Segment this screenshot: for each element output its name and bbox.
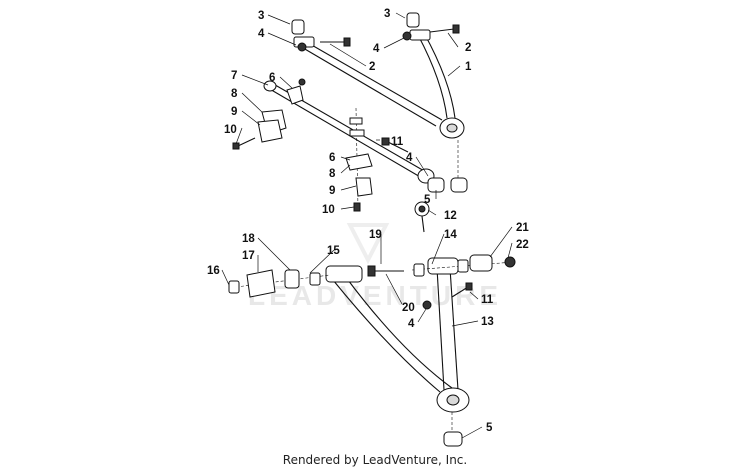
- callout-2-right: 2: [465, 42, 471, 54]
- callout-3-right: 3: [384, 8, 390, 20]
- lower-a-arm: [325, 257, 470, 432]
- lower-ball-joint-boot: [443, 431, 463, 447]
- callout-4-mid: 4: [406, 152, 413, 164]
- callout-9-lower: 9: [329, 185, 335, 197]
- bracket-assembly-lower: [345, 107, 373, 212]
- callout-16: 16: [207, 265, 220, 277]
- rod-end: [414, 201, 430, 233]
- callout-18: 18: [242, 233, 255, 245]
- callout-4-left: 4: [258, 28, 265, 40]
- callout-5-mid: 5: [424, 194, 431, 206]
- footer-credit: Rendered by LeadVenture, Inc.: [283, 453, 467, 467]
- bolt-11-lower: [451, 282, 473, 298]
- callout-12: 12: [444, 210, 457, 222]
- bolt-11-upper: [381, 137, 409, 153]
- bolt-19: [367, 265, 404, 277]
- callout-8-lower: 8: [329, 168, 336, 180]
- callout-6-lower: 6: [329, 152, 335, 164]
- upper-a-arm: [293, 29, 465, 178]
- callout-7: 7: [231, 70, 237, 82]
- lower-right-hardware: [411, 254, 516, 277]
- upper-bushing-left: [291, 19, 305, 35]
- callout-11-lower: 11: [481, 294, 494, 306]
- upper-nut-right: [402, 31, 412, 41]
- callout-4-lower: 4: [408, 318, 415, 330]
- upper-nut-left: [297, 42, 307, 52]
- callout-3-left: 3: [258, 10, 264, 22]
- callout-9-upper: 9: [231, 106, 237, 118]
- callout-21: 21: [516, 222, 529, 234]
- upper-bolt-left: [320, 37, 351, 47]
- nut-4-lower: [422, 300, 432, 310]
- callout-1: 1: [465, 61, 472, 73]
- callout-15: 15: [327, 245, 340, 257]
- callout-10-upper: 10: [224, 124, 237, 136]
- callout-11-upper: 11: [391, 136, 404, 148]
- bracket-assembly-upper: [232, 78, 306, 150]
- lower-left-hardware: [228, 269, 331, 298]
- upper-ball-joint-boot: [450, 177, 468, 193]
- upper-bushing-right: [406, 12, 420, 28]
- callout-17: 17: [242, 250, 255, 262]
- upper-bolt-right: [429, 24, 460, 34]
- callout-labels: 3 4 3 4 2 2 1 7 6 8 9 10 11 6 4 8 9 5 10…: [207, 8, 529, 434]
- callout-2-left: 2: [369, 61, 375, 73]
- callout-4-right: 4: [373, 43, 380, 55]
- ball-joint-boot-mid: [427, 177, 445, 193]
- callout-6-upper: 6: [269, 72, 275, 84]
- leadventure-logo: [346, 223, 390, 265]
- callout-14: 14: [444, 229, 457, 241]
- callout-10-lower: 10: [322, 204, 335, 216]
- callout-13: 13: [481, 316, 494, 328]
- callout-20: 20: [402, 302, 415, 314]
- callout-8-upper: 8: [231, 88, 238, 100]
- callout-22: 22: [516, 239, 529, 251]
- callout-19: 19: [369, 229, 382, 241]
- callout-5-lower: 5: [486, 422, 493, 434]
- leader-lines: [221, 12, 513, 439]
